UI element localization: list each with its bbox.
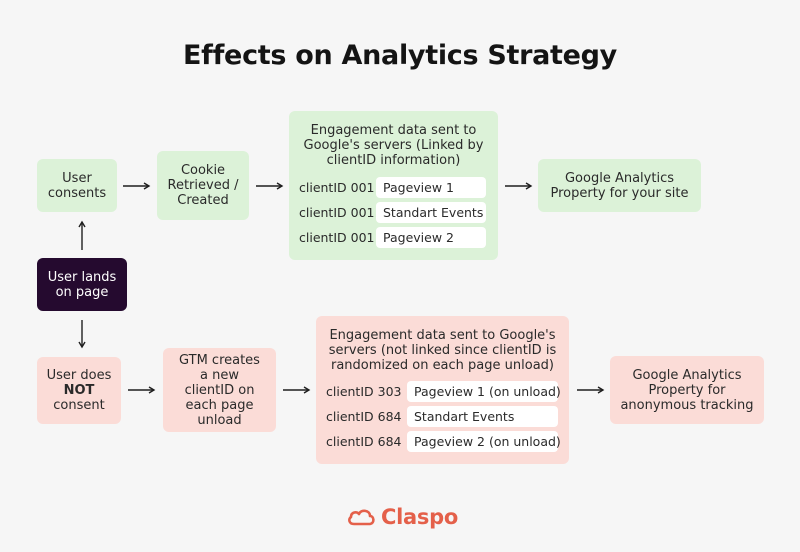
no-consent-data-panel: Engagement data sent to Google's servers… — [316, 316, 569, 464]
no-consent-destination-label: Google Analytics Property for anonymous … — [620, 367, 754, 413]
user-no-consent-label: User does NOT consent — [44, 368, 114, 413]
user-no-consent-text-pre: User does — [46, 368, 112, 383]
consent-row-2-event: Standart Events — [376, 202, 486, 223]
user-consents-label: User consents — [47, 170, 107, 201]
cloud-icon — [348, 509, 375, 526]
consent-destination-label: Google Analytics Property for your site — [550, 170, 689, 201]
cookie-label: Cookie Retrieved / Created — [167, 163, 239, 208]
gtm-node: GTM creates a new clientID on each page … — [163, 348, 276, 432]
no-consent-row-3-event: Pageview 2 (on unload) — [407, 431, 561, 452]
user-no-consent-bold: NOT — [63, 383, 95, 398]
brand-name: Claspo — [381, 505, 458, 529]
diagram-title: Effects on Analytics Strategy — [183, 40, 617, 71]
no-consent-row-2-event: Standart Events — [407, 406, 558, 427]
user-no-consent-node: User does NOT consent — [37, 357, 121, 424]
start-node-label: User lands on page — [47, 269, 117, 300]
no-consent-row-1-event: Pageview 1 (on unload) — [407, 381, 561, 402]
consent-panel-title: Engagement data sent to Google's servers… — [303, 123, 484, 168]
claspo-logo: Claspo — [346, 504, 458, 530]
gtm-label: GTM creates a new clientID on each page … — [179, 352, 260, 428]
user-no-consent-text-post: consent — [53, 398, 105, 413]
consent-data-panel: Engagement data sent to Google's servers… — [289, 111, 498, 260]
consent-row-1-id: clientID 001 — [299, 180, 375, 195]
no-consent-row-1-id: clientID 303 — [326, 384, 402, 399]
start-node-user-lands: User lands on page — [37, 258, 127, 311]
consent-destination-node: Google Analytics Property for your site — [538, 159, 701, 212]
cookie-node: Cookie Retrieved / Created — [157, 151, 249, 220]
no-consent-panel-title: Engagement data sent to Google's servers… — [328, 328, 557, 373]
no-consent-destination-node: Google Analytics Property for anonymous … — [610, 356, 764, 424]
consent-row-3-id: clientID 001 — [299, 230, 375, 245]
no-consent-row-2-id: clientID 684 — [326, 409, 402, 424]
consent-row-3-event: Pageview 2 — [376, 227, 486, 248]
consent-row-1-event: Pageview 1 — [376, 177, 486, 198]
consent-row-2-id: clientID 001 — [299, 205, 375, 220]
no-consent-row-3-id: clientID 684 — [326, 434, 402, 449]
user-consents-node: User consents — [37, 159, 117, 212]
